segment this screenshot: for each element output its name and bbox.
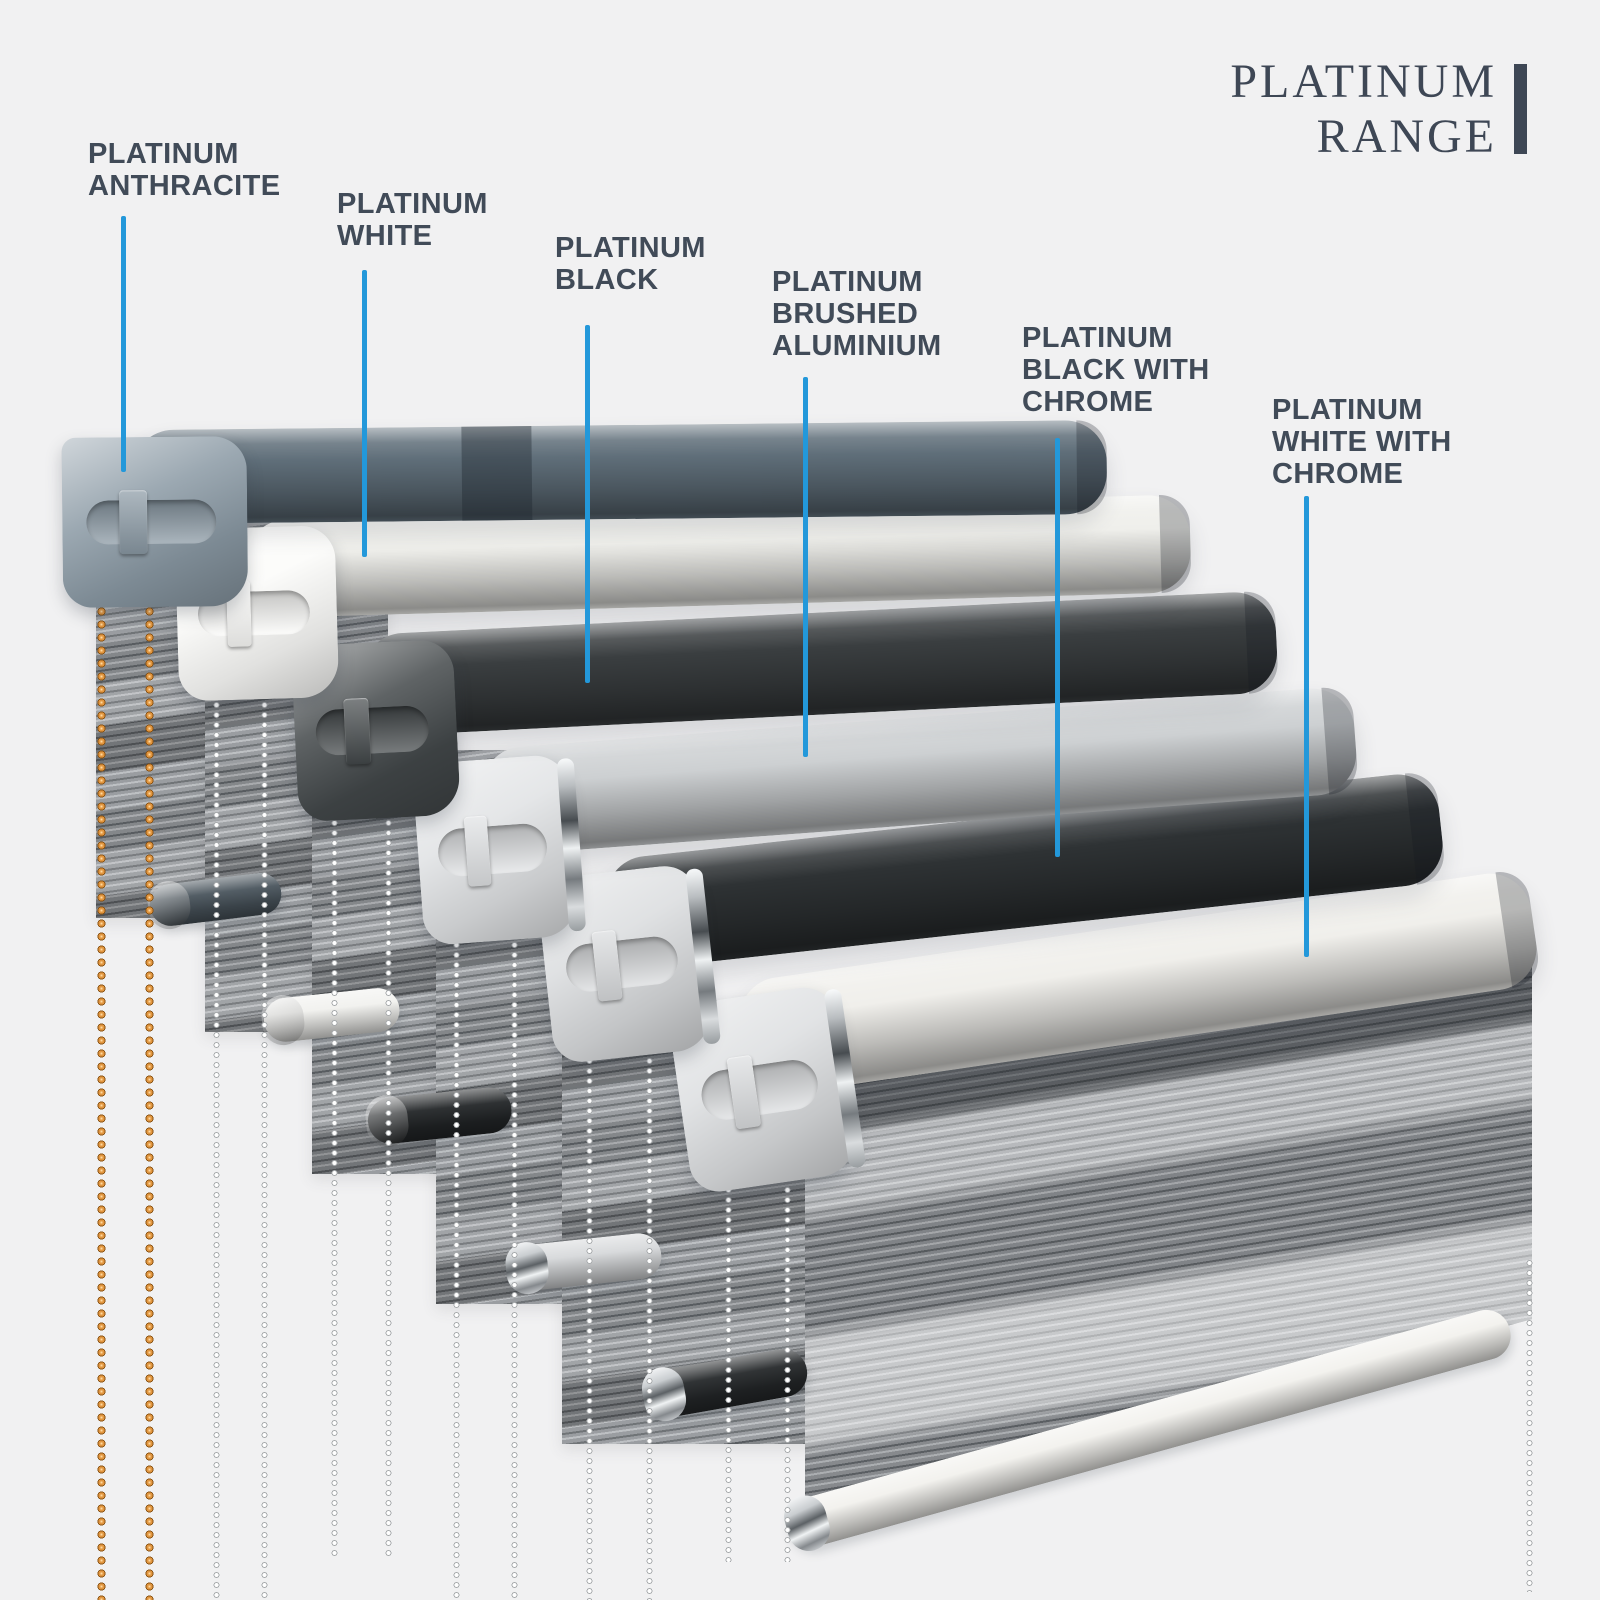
brand-title-line1: PLATINUM — [1230, 55, 1497, 108]
bead-chain — [1525, 1258, 1534, 1592]
label-platinum-brushed-aluminium: PLATINUM BRUSHED ALUMINIUM — [772, 266, 942, 362]
brand-accent-bar — [1514, 64, 1527, 154]
leader-line-white — [362, 270, 367, 557]
bead-chain — [724, 1185, 733, 1562]
label-line: PLATINUM — [88, 138, 239, 170]
label-line: PLATINUM — [337, 188, 488, 220]
label-line: WHITE — [337, 220, 433, 252]
label-platinum-white-with-chrome: PLATINUM WHITE WITH CHROME — [1272, 394, 1452, 490]
label-line: ALUMINIUM — [772, 330, 942, 362]
label-line: PLATINUM — [1022, 322, 1173, 354]
end-cap — [61, 436, 249, 608]
cap-button — [119, 489, 148, 555]
leader-line-black-with-chrome — [1055, 438, 1060, 857]
bead-chain — [97, 605, 106, 1600]
label-line: BLACK — [555, 264, 659, 296]
label-line: BRUSHED — [772, 298, 919, 330]
bead-chain — [260, 700, 269, 1600]
label-line: ANTHRACITE — [88, 170, 281, 202]
leader-line-white-with-chrome — [1304, 496, 1309, 957]
label-line: CHROME — [1272, 458, 1404, 490]
bead-chain — [145, 605, 154, 1600]
label-platinum-white: PLATINUM WHITE — [337, 188, 488, 252]
label-line: CHROME — [1022, 386, 1154, 418]
leader-line-black — [585, 325, 590, 683]
label-platinum-black-with-chrome: PLATINUM BLACK WITH CHROME — [1022, 322, 1210, 418]
leader-line-anthracite — [121, 216, 126, 472]
brand-title: PLATINUM RANGE — [1230, 54, 1497, 164]
cassette-seam — [461, 426, 533, 521]
label-line: PLATINUM — [772, 266, 923, 298]
brand-title-line2: RANGE — [1316, 110, 1497, 163]
label-line: PLATINUM — [555, 232, 706, 264]
bead-chain — [212, 700, 221, 1600]
bead-chain — [330, 818, 339, 1556]
cassette-bar — [131, 420, 1108, 525]
label-platinum-black: PLATINUM BLACK — [555, 232, 706, 296]
cap-recess — [698, 1056, 822, 1123]
label-platinum-anthracite: PLATINUM ANTHRACITE — [88, 138, 281, 202]
cap-recess — [314, 704, 431, 757]
cap-recess — [436, 822, 549, 878]
leader-line-brushed-aluminium — [803, 377, 808, 757]
cap-button — [343, 697, 371, 766]
label-line: PLATINUM — [1272, 394, 1423, 426]
bead-chain — [384, 818, 393, 1556]
label-line: BLACK WITH — [1022, 354, 1210, 386]
bead-chain — [645, 1056, 654, 1600]
cap-recess — [563, 934, 681, 995]
bead-chain — [510, 940, 519, 1600]
bead-chain — [783, 1185, 792, 1562]
bead-chain — [452, 940, 461, 1600]
label-line: WHITE WITH — [1272, 426, 1452, 458]
cap-recess — [86, 499, 217, 545]
bead-chain — [585, 1056, 594, 1600]
